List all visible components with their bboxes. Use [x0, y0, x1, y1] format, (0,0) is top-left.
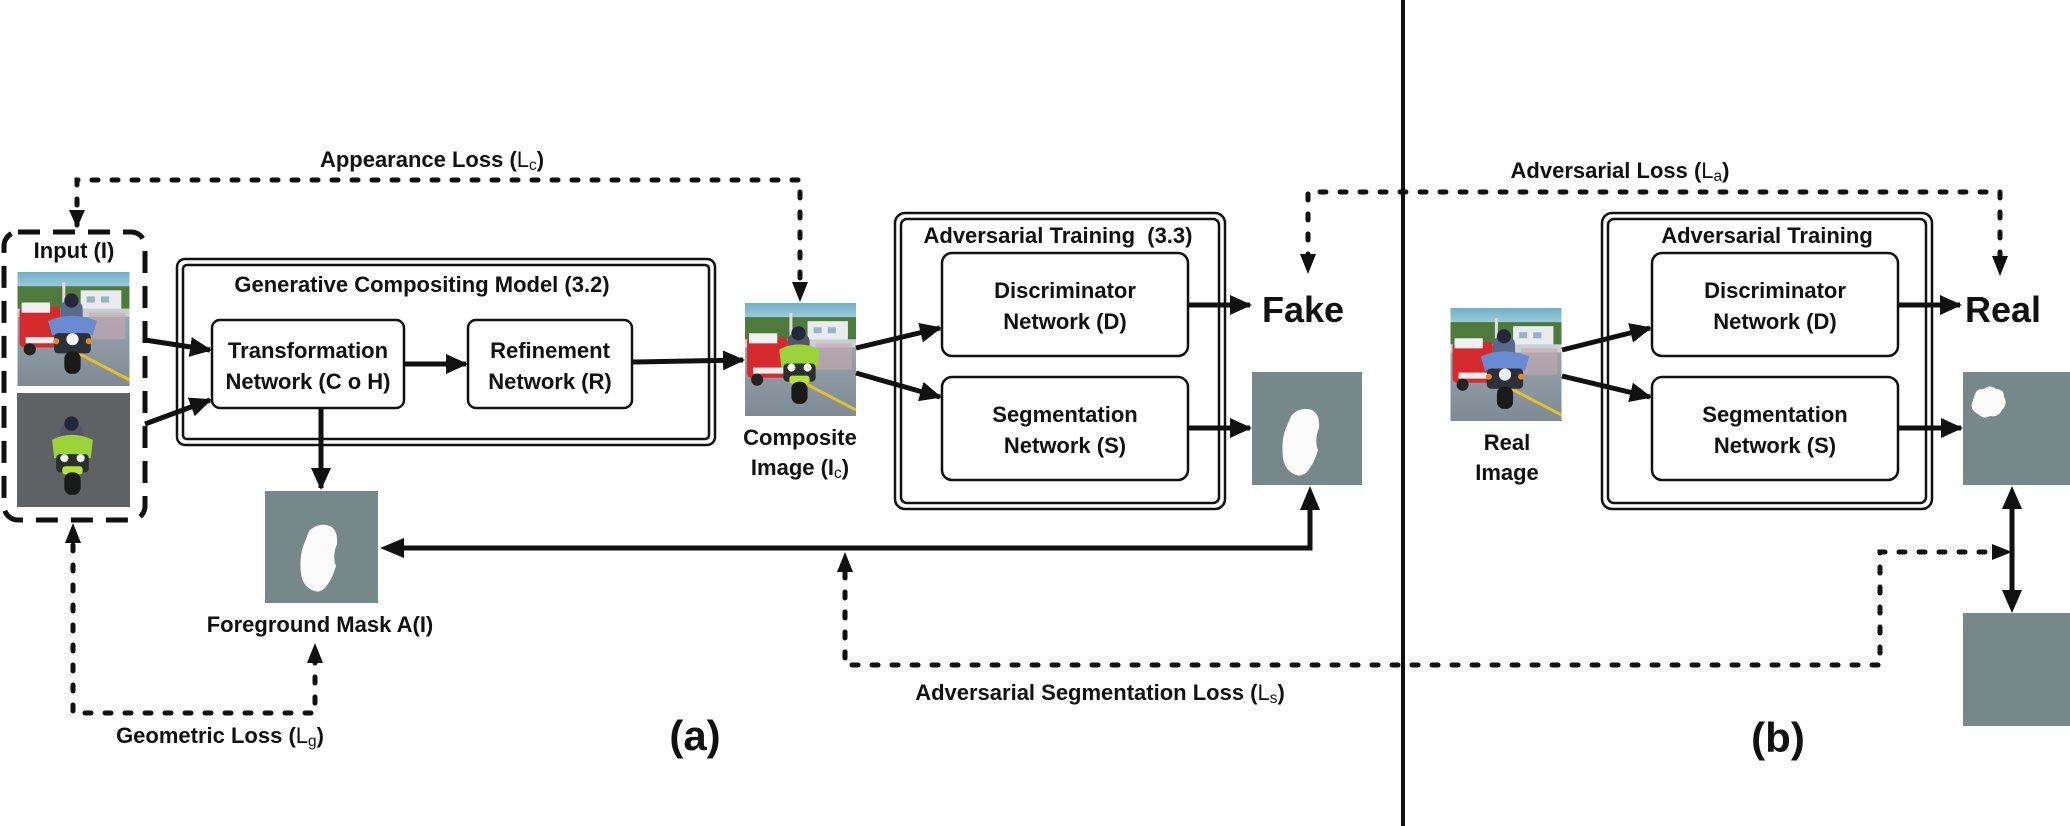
discriminator-box-b: Discriminator Network (D) — [1650, 251, 1900, 358]
segmentation-a-line2: Network (S) — [1004, 433, 1126, 458]
adversarial-loss-path — [1305, 189, 2003, 265]
adversarial-training-b: Adversarial Training Discriminator Netwo… — [1600, 211, 1934, 511]
segmentation-box-b: Segmentation Network (S) — [1650, 375, 1900, 482]
segmentation-a-line1: Segmentation — [992, 402, 1137, 427]
panel-a-label: (a) — [669, 712, 720, 759]
input-background-image — [17, 272, 130, 386]
geometric-loss-path — [70, 542, 318, 716]
adv-seg-loss-arrowhead-b — [1992, 544, 2012, 560]
composite-image — [745, 303, 856, 416]
discriminator-b-line2: Network (D) — [1713, 309, 1836, 334]
discriminator-b-line1: Discriminator — [1704, 278, 1846, 303]
adversarial-training-a-title: Adversarial Training (3.3) — [924, 223, 1193, 248]
generative-compositing-model: Generative Compositing Model (3.2) Trans… — [175, 257, 717, 447]
real-image-label-line2: Image — [1475, 460, 1539, 485]
real-segmentation-mask — [1963, 372, 2070, 485]
foreground-mask-image — [265, 491, 378, 603]
real-image — [1450, 308, 1562, 421]
mask-comparison-arrowhead-foreground — [380, 538, 404, 558]
segmentation-b-line1: Segmentation — [1702, 402, 1847, 427]
adversarial-loss-arrowhead-real — [1992, 256, 2008, 276]
geometric-loss-arrowhead-mask — [307, 643, 323, 663]
adversarial-segmentation-loss-path — [842, 549, 2003, 668]
adversarial-training-a: Adversarial Training (3.3) Discriminator… — [893, 211, 1227, 511]
discriminator-a-line2: Network (D) — [1003, 309, 1126, 334]
arrow-refinement-to-composite — [631, 350, 745, 371]
fake-segmentation-mask — [1252, 372, 1362, 485]
adversarial-loss-arrowhead-fake — [1300, 254, 1316, 274]
transformation-line1: Transformation — [228, 338, 388, 363]
adversarial-loss-label: Adversarial Loss (La) — [1511, 158, 1730, 185]
empty-target-mask — [1963, 613, 2070, 726]
segmentation-box-a: Segmentation Network (S) — [940, 375, 1190, 482]
mask-comparison-arrowhead-fake — [1300, 486, 1320, 510]
segmentation-b-line2: Network (S) — [1714, 433, 1836, 458]
adv-seg-loss-arrowhead-a — [837, 552, 853, 572]
real-label: Real — [1965, 289, 2041, 330]
refinement-line2: Network (R) — [488, 369, 611, 394]
real-image-label-line1: Real — [1484, 430, 1530, 455]
panel-b-label: (b) — [1751, 714, 1805, 761]
discriminator-box-a: Discriminator Network (D) — [940, 251, 1190, 358]
composite-label-line1: Composite — [743, 425, 857, 450]
adversarial-training-b-title: Adversarial Training — [1661, 223, 1873, 248]
transformation-line2: Network (C o H) — [226, 369, 391, 394]
generative-model-title: Generative Compositing Model (3.2) — [234, 272, 609, 297]
double-arrow-head-up — [2002, 486, 2022, 509]
arrow-composite-to-discriminator — [855, 322, 942, 351]
appearance-loss-label: Appearance Loss (Lc) — [320, 147, 544, 174]
arrow-real-to-discriminator — [1561, 323, 1652, 353]
adversarial-segmentation-loss-label: Adversarial Segmentation Loss (Ls) — [915, 680, 1285, 707]
transformation-network-box: Transformation Network (C o H) — [210, 318, 406, 410]
arrow-real-to-segmentation — [1561, 373, 1652, 403]
input-dashed-border — [1, 229, 148, 523]
appearance-loss-arrowhead-input — [69, 210, 85, 228]
fake-label: Fake — [1262, 289, 1344, 330]
geometric-loss-label: Geometric Loss (Lg) — [116, 723, 324, 750]
arrow-composite-to-segmentation — [855, 370, 942, 402]
input-group: Input (I) — [1, 229, 148, 523]
double-arrow-head-down — [2002, 590, 2022, 613]
appearance-loss-arrowhead-composite — [792, 282, 808, 302]
discriminator-a-line1: Discriminator — [994, 278, 1136, 303]
composite-label-line2: Image (Ic) — [751, 455, 849, 482]
mask-comparison-line — [402, 500, 1313, 551]
appearance-loss-path — [74, 177, 803, 298]
input-title: Input (I) — [34, 238, 115, 263]
geometric-loss-arrowhead-input — [65, 523, 81, 543]
refinement-line1: Refinement — [490, 338, 610, 363]
refinement-network-box: Refinement Network (R) — [466, 318, 634, 410]
foreground-mask-label: Foreground Mask A(I) — [207, 612, 434, 637]
